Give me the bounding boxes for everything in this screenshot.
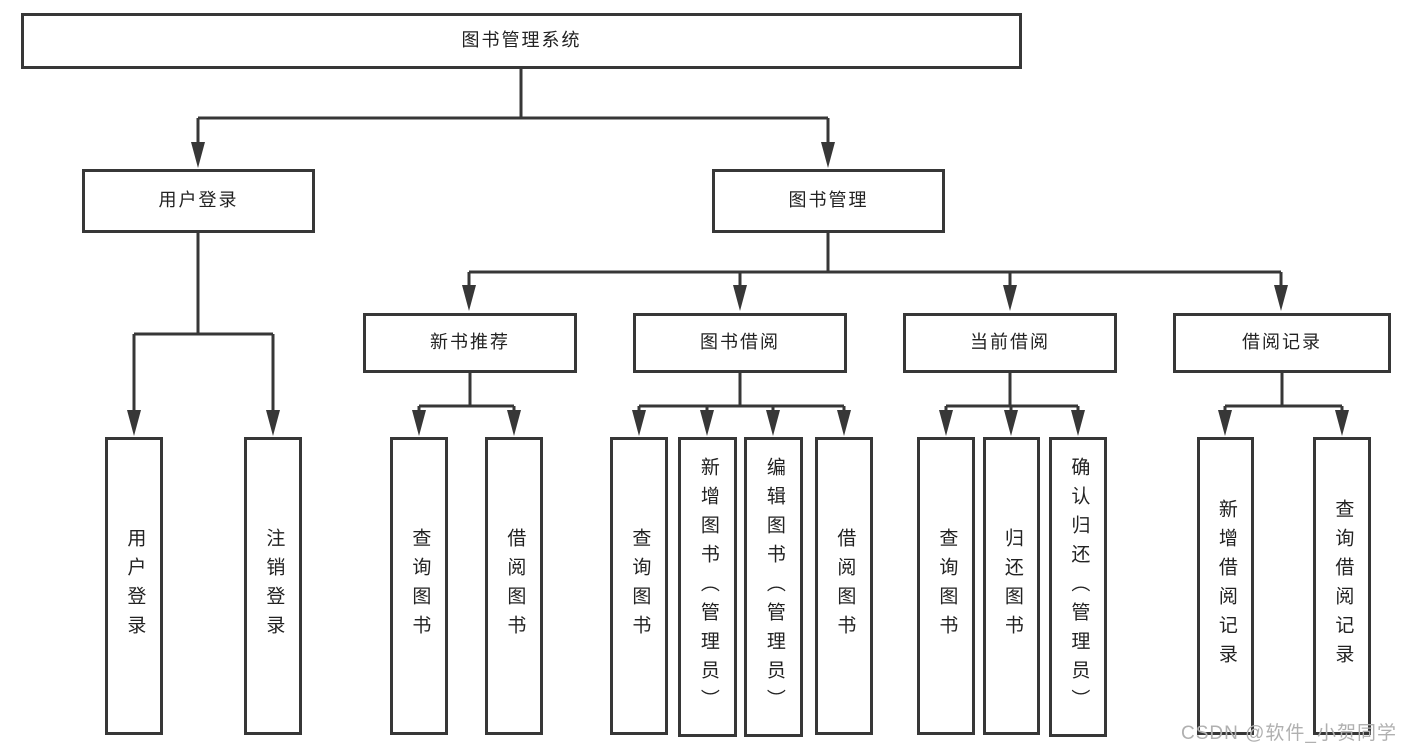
leaf-cb-confirm-return-admin-label: 确认归还（管理员） bbox=[1068, 456, 1090, 718]
leaf-cb-return-books: 归还图书 bbox=[983, 437, 1040, 735]
leaf-br-query-record-label: 查询借阅记录 bbox=[1332, 499, 1354, 673]
node-root: 图书管理系统 bbox=[21, 13, 1022, 69]
leaf-bb-query-books: 查询图书 bbox=[610, 437, 668, 735]
leaf-logout-label: 注销登录 bbox=[263, 528, 285, 644]
leaf-user-login-label: 用户登录 bbox=[124, 528, 146, 644]
leaf-cb-query-books: 查询图书 bbox=[917, 437, 975, 735]
leaf-bb-edit-books-admin: 编辑图书（管理员） bbox=[744, 437, 803, 737]
node-book-borrow: 图书借阅 bbox=[633, 313, 847, 373]
node-user-login-label: 用户登录 bbox=[158, 190, 239, 211]
leaf-nb-query-books-label: 查询图书 bbox=[409, 528, 431, 644]
leaf-user-login: 用户登录 bbox=[105, 437, 163, 735]
watermark: CSDN @软件_小贺同学 bbox=[1181, 723, 1397, 744]
leaf-cb-confirm-return-admin: 确认归还（管理员） bbox=[1049, 437, 1107, 737]
leaf-nb-query-books: 查询图书 bbox=[390, 437, 448, 735]
leaf-cb-query-books-label: 查询图书 bbox=[936, 528, 958, 644]
node-current-borrow-label: 当前借阅 bbox=[970, 332, 1050, 353]
node-user-login: 用户登录 bbox=[82, 169, 315, 233]
leaf-br-add-record-label: 新增借阅记录 bbox=[1215, 499, 1237, 673]
leaf-bb-borrow-books: 借阅图书 bbox=[815, 437, 873, 735]
leaf-bb-add-books-admin-label: 新增图书（管理员） bbox=[697, 456, 719, 718]
leaf-cb-return-books-label: 归还图书 bbox=[1001, 528, 1023, 644]
node-new-book-recommend: 新书推荐 bbox=[363, 313, 577, 373]
leaf-nb-borrow-books-label: 借阅图书 bbox=[504, 528, 526, 644]
leaf-nb-borrow-books: 借阅图书 bbox=[485, 437, 543, 735]
node-book-management-label: 图书管理 bbox=[788, 190, 869, 211]
leaf-bb-borrow-books-label: 借阅图书 bbox=[834, 528, 856, 644]
node-book-borrow-label: 图书借阅 bbox=[700, 332, 780, 353]
node-new-book-recommend-label: 新书推荐 bbox=[430, 332, 510, 353]
node-borrow-records: 借阅记录 bbox=[1173, 313, 1391, 373]
leaf-bb-query-books-label: 查询图书 bbox=[629, 528, 651, 644]
leaf-bb-add-books-admin: 新增图书（管理员） bbox=[678, 437, 737, 737]
node-book-management: 图书管理 bbox=[712, 169, 945, 233]
leaf-br-add-record: 新增借阅记录 bbox=[1197, 437, 1254, 735]
leaf-logout: 注销登录 bbox=[244, 437, 302, 735]
node-current-borrow: 当前借阅 bbox=[903, 313, 1117, 373]
leaf-bb-edit-books-admin-label: 编辑图书（管理员） bbox=[763, 456, 785, 718]
node-root-label: 图书管理系统 bbox=[461, 30, 582, 51]
leaf-br-query-record: 查询借阅记录 bbox=[1313, 437, 1371, 735]
node-borrow-records-label: 借阅记录 bbox=[1242, 332, 1322, 353]
